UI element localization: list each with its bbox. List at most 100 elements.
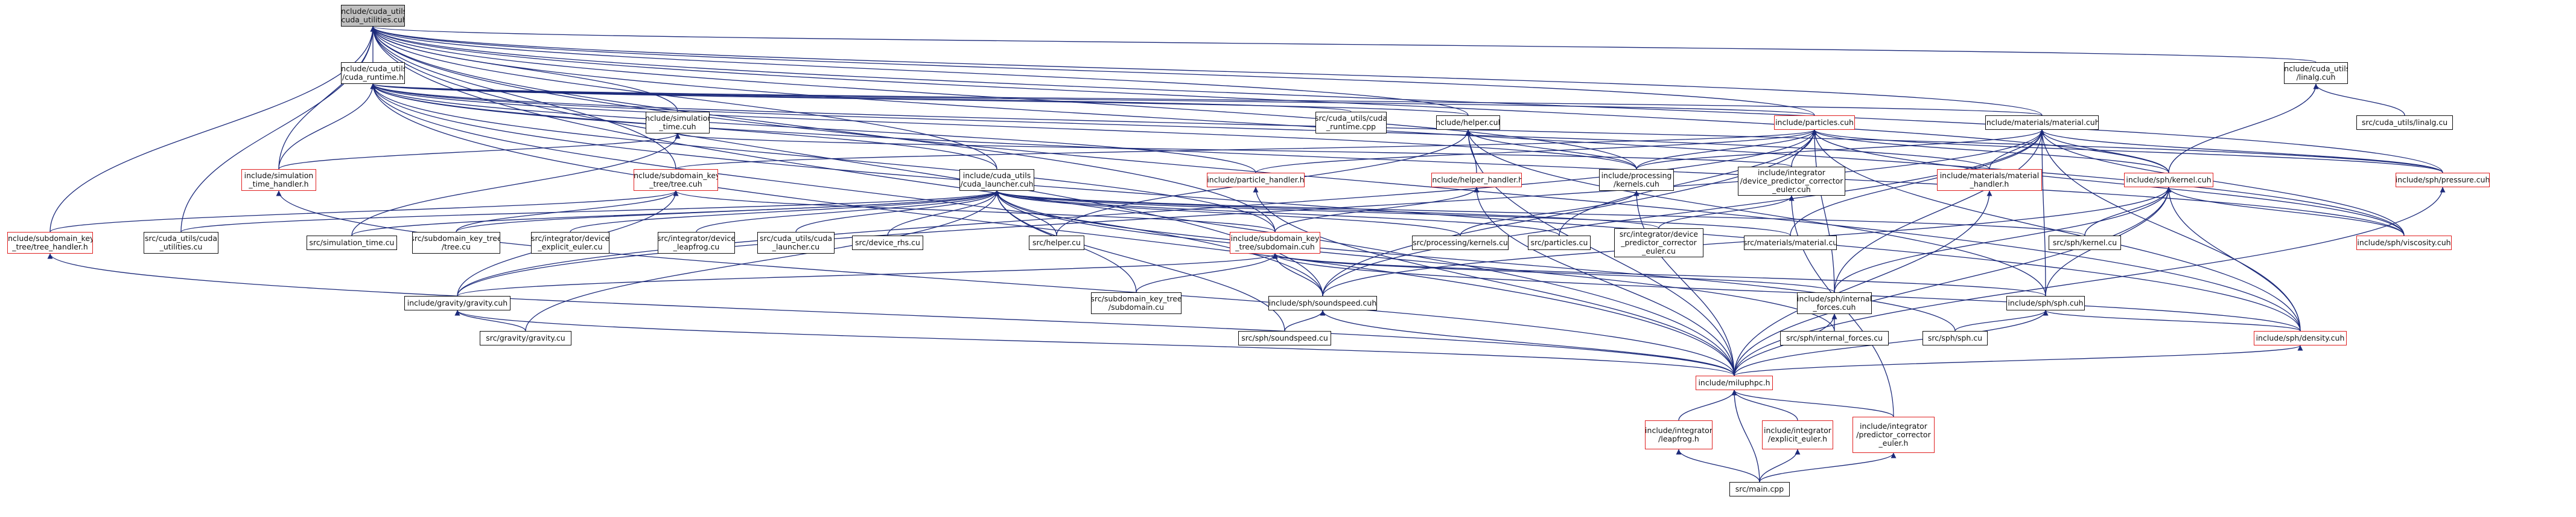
node-material-handler-h[interactable]: include/materials/material _handler.h — [1937, 169, 2042, 191]
node-device-rhs-cu[interactable]: src/device_rhs.cu — [852, 236, 923, 250]
node-explicit-euler-h[interactable]: include/integrator /explicit_euler.h — [1762, 420, 1833, 449]
node-linalg-cuh[interactable]: include/cuda_utils /linalg.cuh — [2284, 62, 2348, 84]
node-simulation-time-cuh[interactable]: include/simulation _time.cuh — [646, 112, 710, 133]
edge-kernels-cuh-to-material-cuh — [1636, 129, 2045, 170]
edge-miluphpc-to-sim-time-handler — [276, 190, 1735, 376]
edge-gravity-cuh-to-subdomain-cuh — [457, 253, 1278, 297]
edge-subdomain-cu-to-subdomain-cuh — [1136, 253, 1278, 293]
node-material-cuh[interactable]: include/materials/material.cuh — [1985, 115, 2099, 130]
edge-sph-cu-to-cuda-launcher — [994, 190, 1956, 332]
node-simulation-time-cu[interactable]: src/simulation_time.cu — [307, 236, 397, 250]
node-device-predictor-corrector-euler-cuh[interactable]: include/integrator /device_predictor_cor… — [1738, 167, 1845, 196]
node-soundspeed-cu[interactable]: src/sph/soundspeed.cu — [1238, 331, 1331, 345]
node-material-cu[interactable]: src/materials/material.cu — [1744, 236, 1837, 250]
node-cuda-launcher-cu[interactable]: src/cuda_utils/cuda _launcher.cu — [757, 232, 835, 254]
edge-internal-forces-cuh-to-particles-cuh — [1811, 129, 1835, 293]
node-cuda-utilities-cu[interactable]: src/cuda_utils/cuda _utilities.cu — [144, 232, 218, 254]
edge-dpc-euler-to-sim-time — [675, 133, 1792, 167]
edge-kernels-cuh-to-particles-cuh — [1636, 129, 1818, 170]
edge-cuda-launcher-cu-to-cuda-launcher — [795, 190, 1000, 233]
edge-particles-cuh-to-root — [370, 26, 1815, 116]
edge-density-cuh-to-subdomain-cuh — [1272, 253, 2301, 332]
edge-helper-cu-to-cuda-launcher — [994, 190, 1057, 236]
edge-kernel-cuh-to-linalg — [2168, 83, 2319, 173]
edge-kernels-cuh-to-cuda-runtime — [370, 83, 1637, 170]
node-soundspeed-cuh[interactable]: include/sph/soundspeed.cuh — [1268, 296, 1377, 310]
node-sph-kernel-cuh[interactable]: include/sph/kernel.cuh — [2124, 173, 2213, 187]
node-cuda-launcher-cuh[interactable]: include/cuda_utils /cuda_launcher.cuh — [959, 169, 1034, 191]
node-miluphpc-h[interactable]: include/miluphpc.h — [1696, 376, 1773, 390]
edge-material-cu-to-material-cuh — [1790, 129, 2045, 236]
edge-particles-cu-to-particles-cuh — [1559, 129, 1818, 236]
edge-subdomain-cuh-to-tree-cuh — [673, 190, 1276, 233]
node-device-leapfrog-cu[interactable]: src/integrator/device _leapfrog.cu — [658, 232, 735, 254]
node-sph-cu[interactable]: src/sph/sph.cu — [1922, 331, 1988, 345]
edge-material-handler-to-cuda-runtime — [370, 83, 1990, 170]
edge-particle-handler-to-cuda-runtime — [370, 83, 1256, 173]
node-density-cuh[interactable]: include/sph/density.cuh — [2254, 331, 2347, 345]
edge-kernel-cu-to-cuda-launcher — [994, 190, 2085, 236]
node-gravity-cu[interactable]: src/gravity/gravity.cu — [480, 331, 571, 345]
node-linalg-cu[interactable]: src/cuda_utils/linalg.cu — [2356, 115, 2453, 130]
edge-miluphpc-to-helper-handler — [1474, 187, 1735, 376]
edge-pressure-cuh-to-cuda-runtime — [370, 83, 2443, 173]
node-helper-handler-h[interactable]: include/helper_handler.h — [1431, 173, 1522, 187]
edge-miluphpc-to-density-cuh — [1734, 345, 2303, 376]
node-sph-cuh[interactable]: include/sph/sph.cuh — [2006, 296, 2085, 310]
node-tree-handler-h[interactable]: include/subdomain_key _tree/tree_handler… — [7, 232, 93, 254]
node-simulation-time-handler-h[interactable]: include/simulation _time_handler.h — [241, 169, 316, 191]
node-main-cpp[interactable]: src/main.cpp — [1729, 482, 1790, 496]
node-device-predictor-corrector-euler-cu[interactable]: src/integrator/device _predictor_correct… — [1614, 228, 1703, 257]
node-gravity-cuh[interactable]: include/gravity/gravity.cuh — [404, 296, 510, 310]
node-viscosity-cuh[interactable]: include/sph/viscosity.cuh — [2356, 236, 2452, 250]
edge-kernels-cuh-to-helper-cuh — [1465, 129, 1637, 170]
edge-internal-forces-cuh-to-subdomain-cuh — [1272, 253, 1835, 293]
edge-tree-cu-to-tree-cuh — [456, 190, 679, 233]
edge-tree-handler-to-tree-cuh — [49, 190, 679, 233]
edge-linalg-to-root — [370, 26, 2317, 63]
edge-leapfrog-cu-to-cuda-launcher — [696, 190, 1000, 233]
edge-miluphpc-to-cuda-runtime — [370, 83, 1735, 376]
edge-sph-cuh-to-subdomain-cuh — [1272, 253, 2046, 297]
node-particle-handler-h[interactable]: include/particle_handler.h — [1207, 173, 1305, 187]
edge-sph-cu-to-sph-cuh — [1954, 310, 2049, 332]
node-kernels-cuh[interactable]: include/processing /kernels.cuh — [1599, 169, 1674, 191]
node-tree-cu[interactable]: src/subdomain_key_tree /tree.cu — [412, 232, 500, 254]
edge-main-cpp-to-miluphpc — [1731, 390, 1760, 483]
edge-soundspeed-cuh-to-particles-cuh — [1322, 129, 1818, 297]
edge-density-cuh-to-sph-cuh — [2043, 310, 2301, 332]
node-internal-forces-cu[interactable]: src/sph/internal_forces.cu — [1780, 331, 1889, 345]
node-subdomain-cu[interactable]: src/subdomain_key_tree /subdomain.cu — [1091, 292, 1181, 314]
edge-miluphpc-to-kernel-cuh — [1734, 187, 2172, 376]
edge-kernel-cuh-to-particles-cuh — [1811, 129, 2169, 173]
node-internal-forces-cuh[interactable]: include/sph/internal _forces.cuh — [1797, 292, 1872, 314]
node-cuda-runtime-h[interactable]: include/cuda_utils /cuda_runtime.h — [341, 62, 405, 84]
node-particles-cu[interactable]: src/particles.cu — [1528, 236, 1591, 250]
node-pressure-cuh[interactable]: include/sph/pressure.cuh — [2396, 173, 2490, 187]
node-tree-cuh[interactable]: include/subdomain_key _tree/tree.cuh — [634, 169, 718, 191]
edge-viscosity-cuh-to-material-cuh — [2039, 129, 2405, 236]
edge-soundspeed-cuh-to-subdomain-cuh — [1272, 253, 1323, 297]
node-helper-cu[interactable]: src/helper.cu — [1029, 236, 1084, 250]
edge-pressure-cuh-to-root — [370, 26, 2443, 173]
node-device-explicit-euler-cu[interactable]: src/integrator/device _explicit_euler.cu — [531, 232, 609, 254]
node-kernels-cu[interactable]: src/processing/kernels.cu — [1412, 236, 1509, 250]
node-sph-kernel-cu[interactable]: src/sph/kernel.cu — [2049, 236, 2121, 250]
edge-miluphpc-to-soundspeed-cuh — [1320, 310, 1735, 376]
node-cuda-runtime-cpp[interactable]: src/cuda_utils/cuda _runtime.cpp — [1315, 112, 1387, 133]
edge-material-cu-to-cuda-launcher — [994, 190, 1791, 236]
edge-subdomain-cuh-to-helper-handler — [1274, 187, 1480, 233]
node-leapfrog-h[interactable]: include/integrator /leapfrog.h — [1645, 420, 1713, 449]
node-subdomain-cuh[interactable]: include/subdomain_key _tree/subdomain.cu… — [1230, 232, 1320, 254]
node-helper-cuh[interactable]: include/helper.cuh — [1436, 115, 1500, 130]
edge-gravity-cu-to-cuda-launcher — [525, 190, 1000, 332]
edge-miluphpc-to-material-handler — [1734, 190, 1992, 376]
edge-particle-handler-to-particles-cuh — [1255, 129, 1818, 173]
edge-pressure-cuh-to-material-cuh — [2039, 129, 2443, 173]
node-particles-cuh[interactable]: include/particles.cuh — [1774, 115, 1855, 130]
edge-kernels-cu-to-kernels-cuh — [1460, 190, 1639, 236]
dependency-edges — [47, 26, 2446, 483]
edge-viscosity-cuh-to-root — [370, 26, 2405, 236]
node-predictor-corrector-euler-h[interactable]: include/integrator /predictor_corrector … — [1852, 417, 1935, 453]
edge-cuda-launcher-to-root — [370, 26, 997, 170]
